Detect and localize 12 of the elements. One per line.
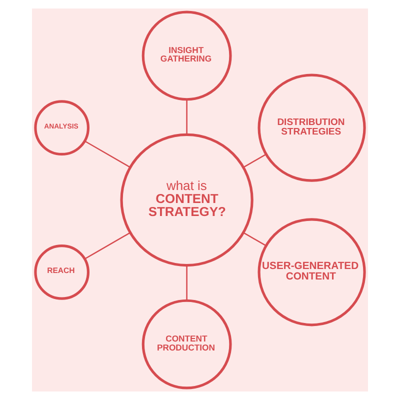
- node-circle: what is CONTENT STRATEGY?: [120, 133, 254, 267]
- connector: [243, 154, 266, 168]
- node-circle: DISTRIBUTION STRATEGIES: [258, 74, 366, 182]
- connector: [84, 140, 130, 168]
- node-circle: USER-GENERATED CONTENT: [258, 218, 366, 326]
- node-circle: CONTENT PRODUCTION: [142, 299, 232, 390]
- node-circle: REACH: [34, 244, 90, 300]
- connector: [186, 265, 188, 301]
- node-circle: INSIGHT GATHERING: [142, 10, 232, 101]
- connector: [243, 232, 266, 246]
- connector: [84, 232, 130, 260]
- connector: [186, 99, 188, 135]
